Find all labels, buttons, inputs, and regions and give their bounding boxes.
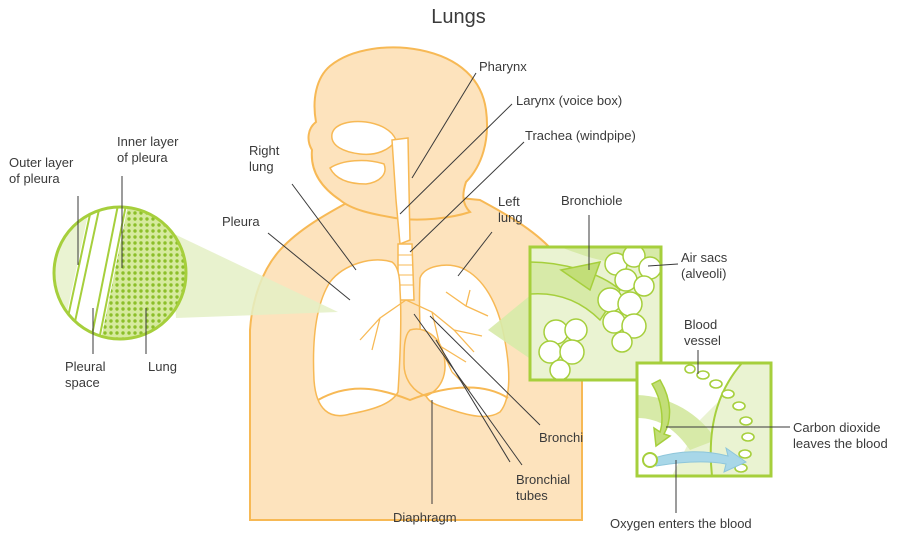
gas-exchange-inset: [637, 363, 771, 476]
label-pharynx: Pharynx: [479, 59, 527, 75]
label-lung: Lung: [148, 359, 177, 375]
label-larynx: Larynx (voice box): [516, 93, 622, 109]
label-right-lung: Right lung: [249, 143, 299, 175]
label-diaphragm: Diaphragm: [393, 510, 457, 526]
label-oxygen: Oxygen enters the blood: [610, 516, 752, 532]
label-inner-layer-pleura: Inner layer of pleura: [117, 134, 197, 166]
label-outer-layer-pleura: Outer layer of pleura: [9, 155, 89, 187]
label-trachea: Trachea (windpipe): [525, 128, 636, 144]
label-bronchi: Bronchi: [539, 430, 583, 446]
label-air-sacs: Air sacs (alveoli): [681, 250, 751, 282]
label-pleural-space: Pleural space: [65, 359, 125, 391]
label-left-lung: Left lung: [498, 194, 538, 226]
label-pleura: Pleura: [222, 214, 260, 230]
diagram-title: Lungs: [0, 6, 917, 29]
label-blood-vessel: Blood vessel: [684, 317, 744, 349]
label-bronchial-tubes: Bronchial tubes: [516, 472, 596, 504]
label-carbon-dioxide: Carbon dioxide leaves the blood: [793, 420, 915, 452]
label-bronchiole: Bronchiole: [561, 193, 622, 209]
